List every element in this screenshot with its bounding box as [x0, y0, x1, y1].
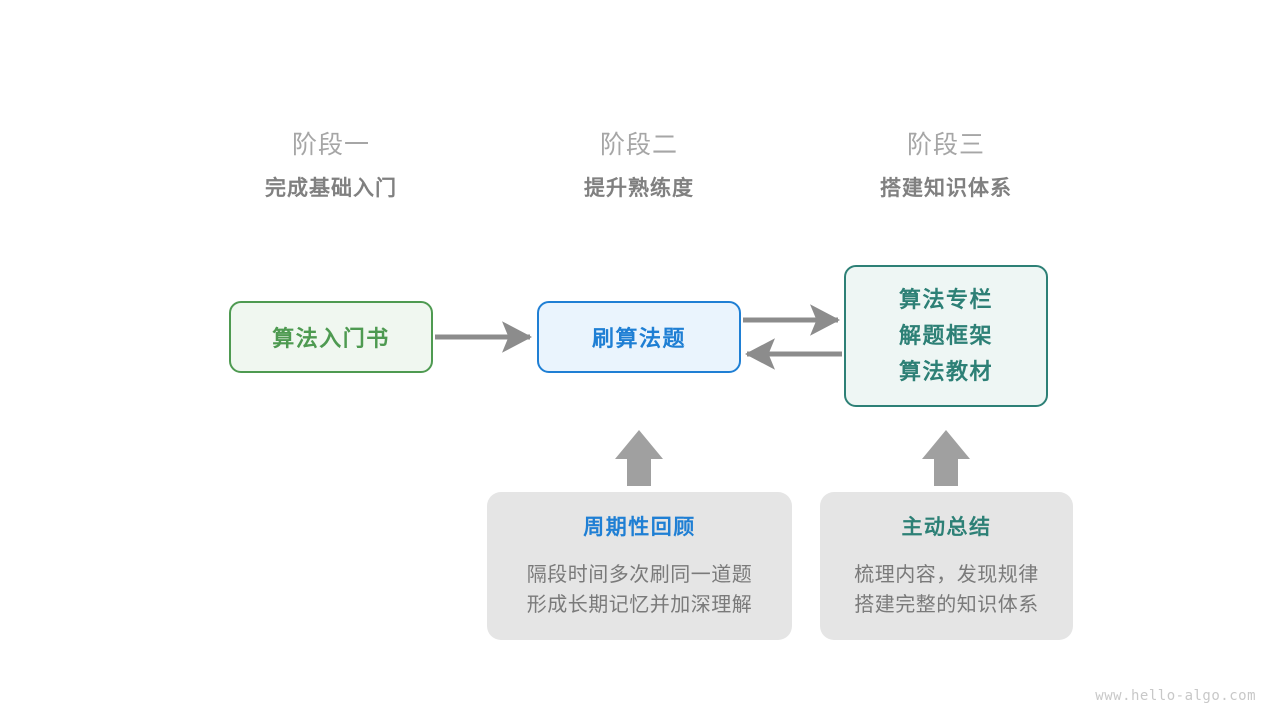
- node-knowledge-line-3: 算法教材: [898, 359, 993, 384]
- site-watermark: www.hello-algo.com: [1095, 688, 1256, 704]
- card-periodic-review-title: 周期性回顾: [583, 516, 696, 539]
- stage-heading-3: 阶段三 搭建知识体系: [816, 128, 1076, 204]
- stage-2-number: 阶段二: [599, 131, 678, 159]
- card-periodic-review-body-line-2: 形成长期记忆并加深理解: [526, 594, 753, 616]
- arrow-review-to-practice: [615, 430, 663, 486]
- node-practice-label: 刷算法题: [591, 326, 686, 351]
- node-knowledge-line-2: 解题框架: [898, 323, 993, 348]
- card-active-summary-title: 主动总结: [901, 516, 992, 539]
- card-active-summary[interactable]: 主动总结 梳理内容，发现规律 搭建完整的知识体系: [820, 492, 1073, 640]
- stage-3-number: 阶段三: [906, 131, 985, 159]
- card-periodic-review-body-line-1: 隔段时间多次刷同一道题: [526, 564, 753, 586]
- node-practice-problems[interactable]: 刷算法题: [537, 301, 741, 373]
- card-active-summary-body: 梳理内容，发现规律 搭建完整的知识体系: [854, 560, 1039, 620]
- card-active-summary-body-line-2: 搭建完整的知识体系: [854, 594, 1039, 616]
- arrow-summary-to-knowledge: [922, 430, 970, 486]
- stage-heading-2: 阶段二 提升熟练度: [509, 128, 769, 204]
- card-active-summary-body-line-1: 梳理内容，发现规律: [854, 564, 1039, 586]
- node-book-label: 算法入门书: [272, 326, 390, 351]
- card-periodic-review-body: 隔段时间多次刷同一道题 形成长期记忆并加深理解: [527, 560, 753, 620]
- stage-3-title: 搭建知识体系: [880, 177, 1012, 200]
- stage-1-number: 阶段一: [291, 131, 370, 159]
- card-periodic-review[interactable]: 周期性回顾 隔段时间多次刷同一道题 形成长期记忆并加深理解: [487, 492, 792, 640]
- stage-1-title: 完成基础入门: [265, 177, 397, 200]
- stage-2-title: 提升熟练度: [584, 177, 694, 200]
- node-algorithm-intro-book[interactable]: 算法入门书: [229, 301, 433, 373]
- node-knowledge-line-1: 算法专栏: [898, 287, 993, 312]
- node-knowledge-system[interactable]: 算法专栏 解题框架 算法教材: [844, 265, 1048, 407]
- stage-heading-1: 阶段一 完成基础入门: [201, 128, 461, 204]
